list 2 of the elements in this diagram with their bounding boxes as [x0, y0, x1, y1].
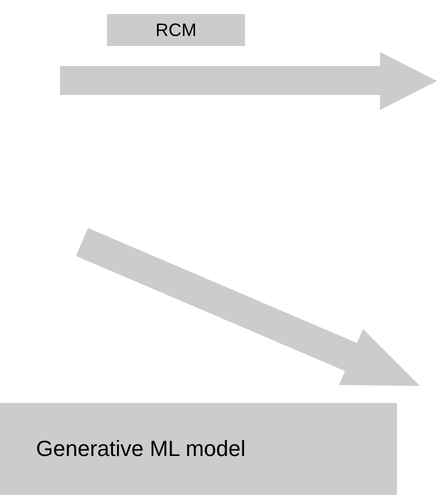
label-box: Generative ML model [0, 403, 397, 495]
label-box: RCM [107, 14, 245, 46]
